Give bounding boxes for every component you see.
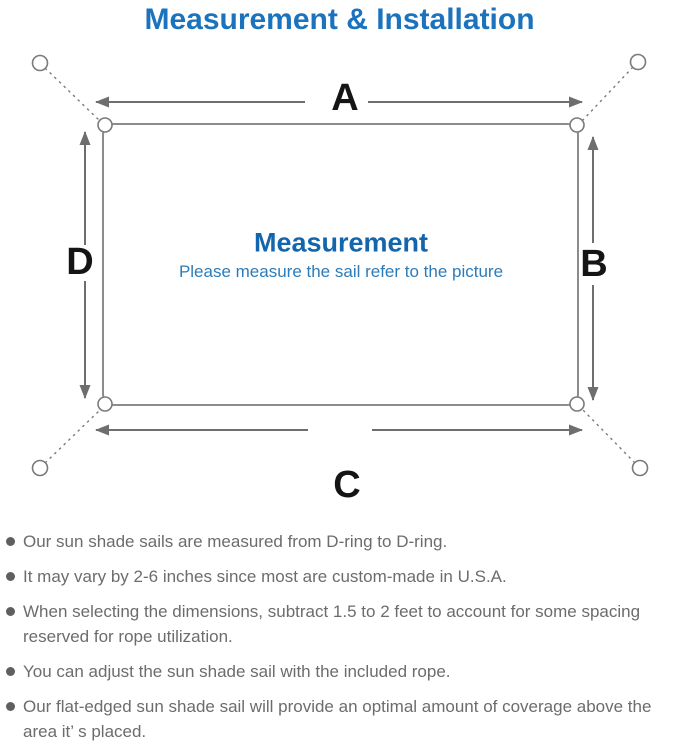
list-item: Our flat-edged sun shade sail will provi… bbox=[6, 694, 675, 744]
bullet-text: When selecting the dimensions, subtract … bbox=[23, 602, 641, 646]
dimension-label-c: C bbox=[333, 464, 361, 506]
bullet-text: It may vary by 2-6 inches since most are… bbox=[23, 567, 507, 586]
bullet-dot-icon bbox=[6, 537, 15, 546]
diagram-center-title: Measurement bbox=[253, 227, 429, 258]
bullet-text: Our flat-edged sun shade sail will provi… bbox=[23, 697, 652, 741]
list-item: You can adjust the sun shade sail with t… bbox=[6, 659, 675, 684]
dimension-label-b: B bbox=[580, 243, 608, 285]
bullet-dot-icon bbox=[6, 607, 15, 616]
rope-dashed-line bbox=[44, 67, 101, 122]
bullet-dot-icon bbox=[6, 667, 15, 676]
diagram-center-subtitle: Please measure the sail refer to the pic… bbox=[178, 262, 504, 281]
d-ring-icon bbox=[569, 396, 585, 412]
d-ring-icon bbox=[97, 396, 113, 412]
d-ring-icon bbox=[569, 117, 585, 133]
anchor-circle-icon bbox=[629, 53, 647, 71]
bullet-text: You can adjust the sun shade sail with t… bbox=[23, 662, 451, 681]
notes-list: Our sun shade sails are measured from D-… bbox=[0, 529, 679, 744]
anchor-points bbox=[31, 53, 649, 477]
list-item: When selecting the dimensions, subtract … bbox=[6, 599, 675, 649]
list-item: It may vary by 2-6 inches since most are… bbox=[6, 564, 675, 589]
rope-dashed-line bbox=[581, 66, 634, 122]
measurement-diagram: A B C D Measurement Please measure the s… bbox=[0, 45, 679, 506]
dimension-label-d: D bbox=[66, 241, 94, 283]
sail-diagram-canvas bbox=[31, 53, 649, 477]
list-item: Our sun shade sails are measured from D-… bbox=[6, 529, 675, 554]
corner-d-rings bbox=[97, 117, 585, 412]
dimension-arrows bbox=[79, 96, 599, 436]
bullet-dot-icon bbox=[6, 702, 15, 711]
anchor-circle-icon bbox=[31, 459, 49, 477]
bullet-text: Our sun shade sails are measured from D-… bbox=[23, 532, 448, 551]
anchor-circle-icon bbox=[31, 54, 49, 72]
page-title: Measurement & Installation bbox=[144, 3, 535, 36]
dimension-label-a: A bbox=[331, 77, 359, 119]
sail-rectangle bbox=[102, 123, 579, 406]
anchor-circle-icon bbox=[631, 459, 649, 477]
bullet-dot-icon bbox=[6, 572, 15, 581]
rope-dashed-line bbox=[44, 409, 101, 464]
rope-dashed-line bbox=[582, 409, 636, 464]
d-ring-icon bbox=[97, 117, 113, 133]
